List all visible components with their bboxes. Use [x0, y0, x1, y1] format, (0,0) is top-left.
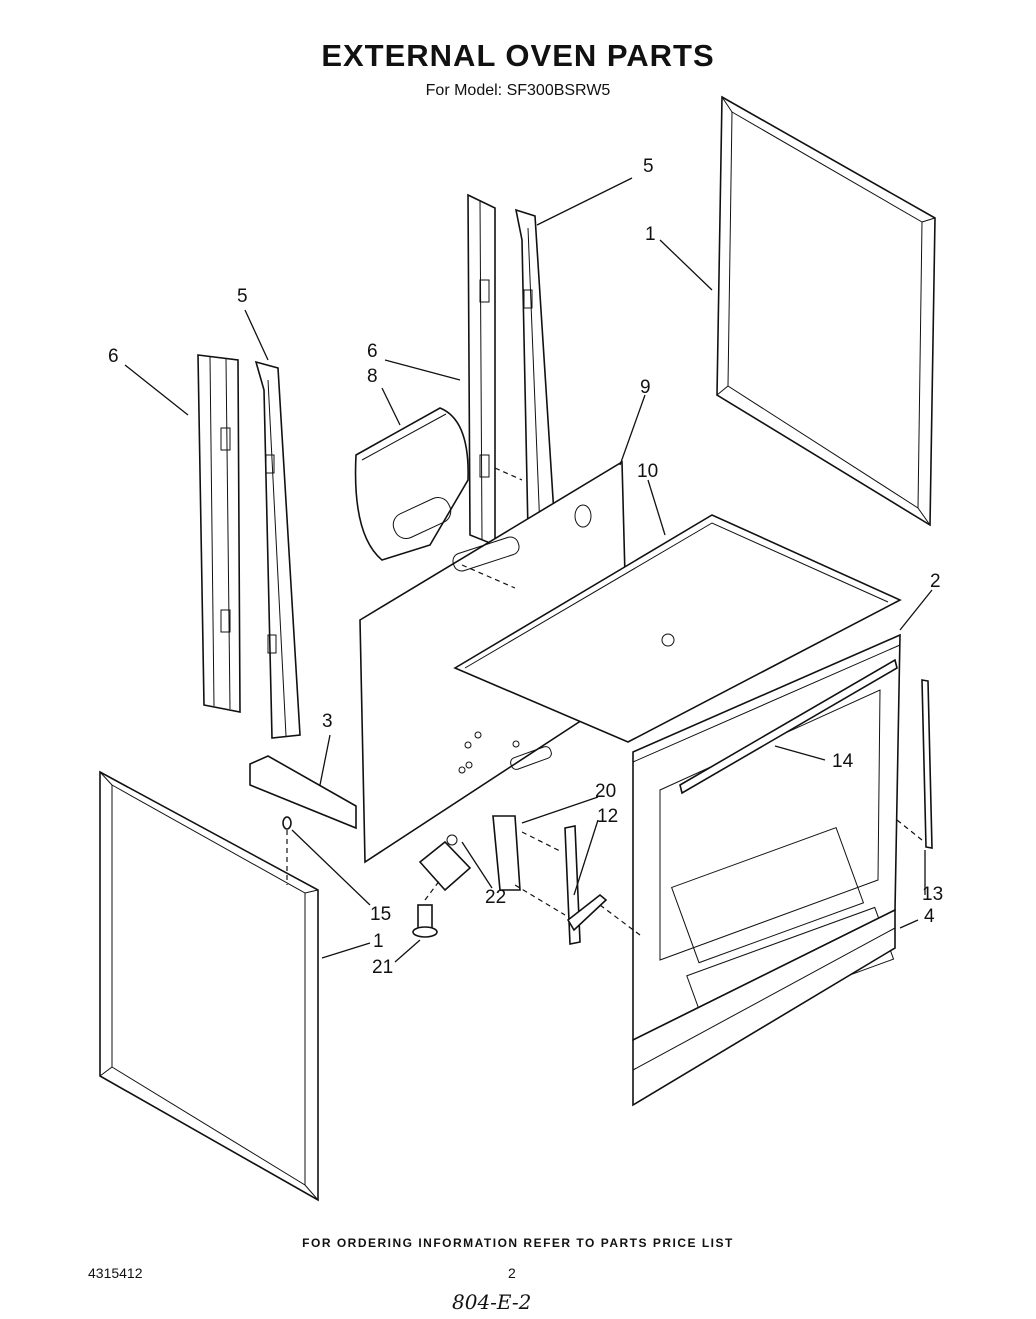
lower-rail	[632, 908, 896, 1107]
handwritten-note: 804-E-2	[452, 1290, 532, 1314]
model-subtitle: For Model: SF300BSRW5	[425, 82, 611, 99]
channel-middle	[467, 193, 496, 547]
strip-thirteen	[921, 679, 933, 849]
block-twenty-two	[418, 834, 472, 892]
label-9: 9	[640, 377, 651, 398]
part-number-labels: 5 1 5 6 6 8 9 10 2 3 14 20 12 13 15 22 4…	[108, 156, 943, 978]
label-10: 10	[637, 461, 658, 482]
label-13: 13	[922, 884, 943, 905]
label-15: 15	[370, 904, 391, 925]
ordering-info-note: FOR ORDERING INFORMATION REFER TO PARTS …	[302, 1236, 734, 1250]
page-title: EXTERNAL OVEN PARTS	[321, 38, 715, 73]
screw-fifteen	[282, 816, 292, 830]
bracket-three	[249, 755, 357, 830]
label-5-top: 5	[643, 156, 654, 177]
document-number: 4315412	[88, 1265, 143, 1281]
screw-twenty-one	[412, 904, 438, 938]
label-14: 14	[832, 751, 854, 772]
label-6-left: 6	[108, 346, 119, 367]
label-22: 22	[485, 887, 506, 908]
flat-tray	[453, 514, 902, 743]
label-5-left: 5	[237, 286, 248, 307]
label-21: 21	[372, 957, 393, 978]
bracket-left	[254, 360, 301, 739]
label-3: 3	[322, 711, 333, 732]
label-2: 2	[930, 571, 941, 592]
label-12: 12	[597, 806, 618, 827]
page-number: 2	[508, 1265, 516, 1281]
label-1-bottom: 1	[373, 931, 384, 952]
side-panel-frame-top	[716, 95, 936, 527]
label-20: 20	[595, 781, 616, 802]
clip-twenty	[492, 815, 521, 891]
channel-left	[197, 354, 241, 713]
vent-duct	[354, 407, 469, 561]
bracket-twelve	[564, 825, 608, 945]
bracket-middle	[514, 208, 556, 533]
label-6-middle: 6	[367, 341, 378, 362]
label-8: 8	[367, 366, 378, 387]
leader-lines	[124, 177, 933, 963]
strip-fourteen	[679, 658, 898, 795]
side-panel-frame-bottom	[99, 770, 319, 1202]
label-4: 4	[924, 906, 935, 927]
assembly-lines	[286, 467, 923, 936]
label-1-top: 1	[645, 224, 656, 245]
